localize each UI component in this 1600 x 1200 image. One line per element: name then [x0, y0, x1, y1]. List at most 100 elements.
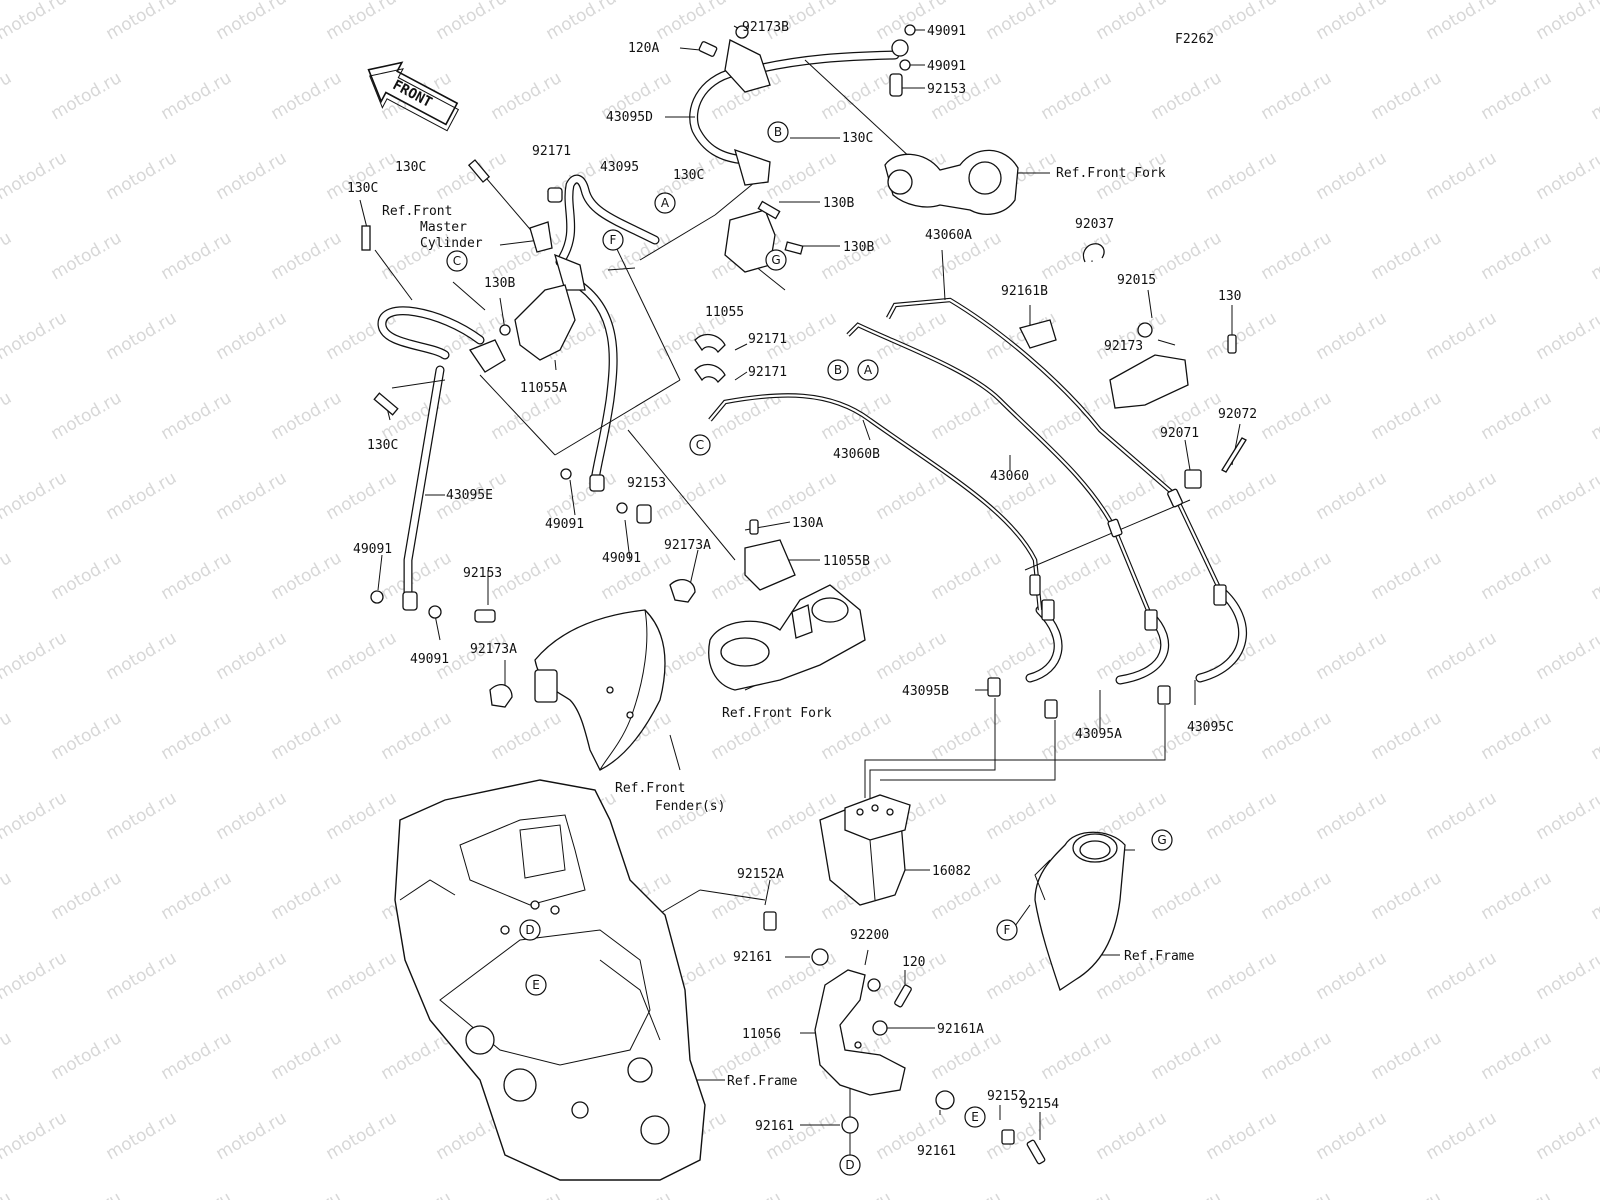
watermark-text: motod.ru — [1038, 1188, 1116, 1200]
marker-e-bottom: E — [964, 1106, 986, 1128]
watermark-text: motod.ru — [1533, 948, 1600, 1004]
watermark-text: motod.ru — [1313, 1108, 1391, 1164]
watermark-text: motod.ru — [1313, 468, 1391, 524]
watermark-text: motod.ru — [1038, 68, 1116, 124]
marker-b-upper: B — [767, 121, 789, 143]
watermark-text: motod.ru — [1533, 788, 1600, 844]
watermark-text: motod.ru — [1148, 1188, 1226, 1200]
label-49091-mid-b: 49091 — [602, 551, 641, 566]
watermark-text: motod.ru — [818, 68, 896, 124]
watermark-text: motod.ru — [433, 148, 511, 204]
watermark-text: motod.ru — [983, 1108, 1061, 1164]
watermark-text: motod.ru — [1533, 468, 1600, 524]
watermark-text: motod.ru — [708, 1188, 786, 1200]
watermark-text: motod.ru — [1203, 308, 1281, 364]
clip-92173A-lower — [489, 684, 513, 708]
marker-f-frame: F — [996, 919, 1018, 941]
label-43060B: 43060B — [833, 447, 880, 462]
watermark-text: motod.ru — [1588, 868, 1600, 924]
collar-92152 — [1001, 1129, 1015, 1145]
watermark-text: motod.ru — [323, 628, 401, 684]
label-49091-left-b: 49091 — [410, 652, 449, 667]
fitting-43095A-end — [1044, 699, 1058, 719]
main-frame — [394, 779, 706, 1181]
label-11055: 11055 — [705, 305, 744, 320]
watermark-text: motod.ru — [653, 0, 731, 44]
svg-text:D: D — [845, 1158, 854, 1172]
svg-text:C: C — [696, 438, 704, 452]
watermark-text: motod.ru — [48, 68, 126, 124]
label-92171-mid-b: 92171 — [748, 365, 787, 380]
bolt-92154 — [1026, 1139, 1046, 1165]
watermark-text: motod.ru — [928, 548, 1006, 604]
watermark-text: motod.ru — [1423, 0, 1501, 44]
label-92037: 92037 — [1075, 217, 1114, 232]
clip-92173A-upper — [669, 579, 696, 603]
label-120: 120 — [902, 955, 925, 970]
clip-92171-mid-b — [694, 363, 726, 384]
watermark-text: motod.ru — [213, 148, 291, 204]
label-92071: 92071 — [1160, 426, 1199, 441]
watermark-text: motod.ru — [1533, 148, 1600, 204]
marker-g-upper: G — [765, 249, 787, 271]
bracket-92173 — [1109, 354, 1189, 409]
marker-f-upper: F — [602, 229, 624, 251]
flare-nut-43060B — [1029, 574, 1041, 596]
watermark-text: motod.ru — [158, 548, 236, 604]
bolt-92153-left — [474, 609, 496, 623]
watermark-text: motod.ru — [0, 388, 15, 444]
bolt-130-right — [1227, 334, 1237, 354]
marker-d-bottom: D — [839, 1154, 861, 1176]
watermark-text: motod.ru — [213, 788, 291, 844]
watermark-text: motod.ru — [1423, 308, 1501, 364]
clip-92171-mid-a — [694, 333, 726, 354]
label-92173B: 92173B — [742, 20, 789, 35]
watermark-text: motod.ru — [1588, 388, 1600, 444]
watermark-text: motod.ru — [0, 1188, 15, 1200]
watermark-text: motod.ru — [1148, 228, 1226, 284]
watermark-text: motod.ru — [103, 628, 181, 684]
label-130C-left-top: 130C — [395, 160, 426, 175]
label-130C-mid: 130C — [673, 168, 704, 183]
bracket-11055A — [469, 284, 576, 373]
washer-49091-mid — [899, 59, 911, 71]
marker-b-lower: B — [827, 359, 849, 381]
bolt-92153-top — [889, 73, 903, 97]
watermark-text: motod.ru — [1148, 868, 1226, 924]
watermark-text: motod.ru — [1203, 948, 1281, 1004]
pin-92072 — [1221, 437, 1247, 473]
label-92161-lower-b: 92161 — [917, 1144, 956, 1159]
watermark-text: motod.ru — [48, 868, 126, 924]
watermark-text: motod.ru — [1423, 1108, 1501, 1164]
label-43095D: 43095D — [606, 110, 653, 125]
svg-text:B: B — [774, 125, 782, 139]
label-ref-master-2: Master — [420, 220, 467, 235]
watermark-text: motod.ru — [1533, 308, 1600, 364]
watermark-text: motod.ru — [48, 388, 126, 444]
watermark-text: motod.ru — [1478, 228, 1556, 284]
watermark-text: motod.ru — [0, 468, 70, 524]
label-11055B: 11055B — [823, 554, 870, 569]
watermark-text: motod.ru — [1368, 68, 1446, 124]
watermark-text: motod.ru — [268, 868, 346, 924]
watermark-text: motod.ru — [1588, 708, 1600, 764]
watermark-text: motod.ru — [433, 0, 511, 44]
watermark-text: motod.ru — [1258, 868, 1336, 924]
washer-49091-mid-a — [560, 468, 572, 480]
watermark-text: motod.ru — [488, 708, 566, 764]
watermark-text: motod.ru — [1368, 708, 1446, 764]
label-43060A: 43060A — [925, 228, 972, 243]
watermark-text: motod.ru — [1203, 468, 1281, 524]
watermark-text: motod.ru — [1093, 1108, 1171, 1164]
watermark-text: motod.ru — [1313, 0, 1391, 44]
label-92153-left: 92153 — [463, 566, 502, 581]
clip-92171-top — [547, 187, 563, 203]
label-92173: 92173 — [1104, 339, 1143, 354]
banjo-fitting-top — [891, 39, 909, 57]
watermark-text: motod.ru — [1093, 0, 1171, 44]
watermark-text: motod.ru — [1258, 708, 1336, 764]
watermark-text: motod.ru — [1588, 68, 1600, 124]
watermark-text: motod.ru — [0, 788, 70, 844]
front-fork-clamp-top — [884, 149, 1019, 215]
